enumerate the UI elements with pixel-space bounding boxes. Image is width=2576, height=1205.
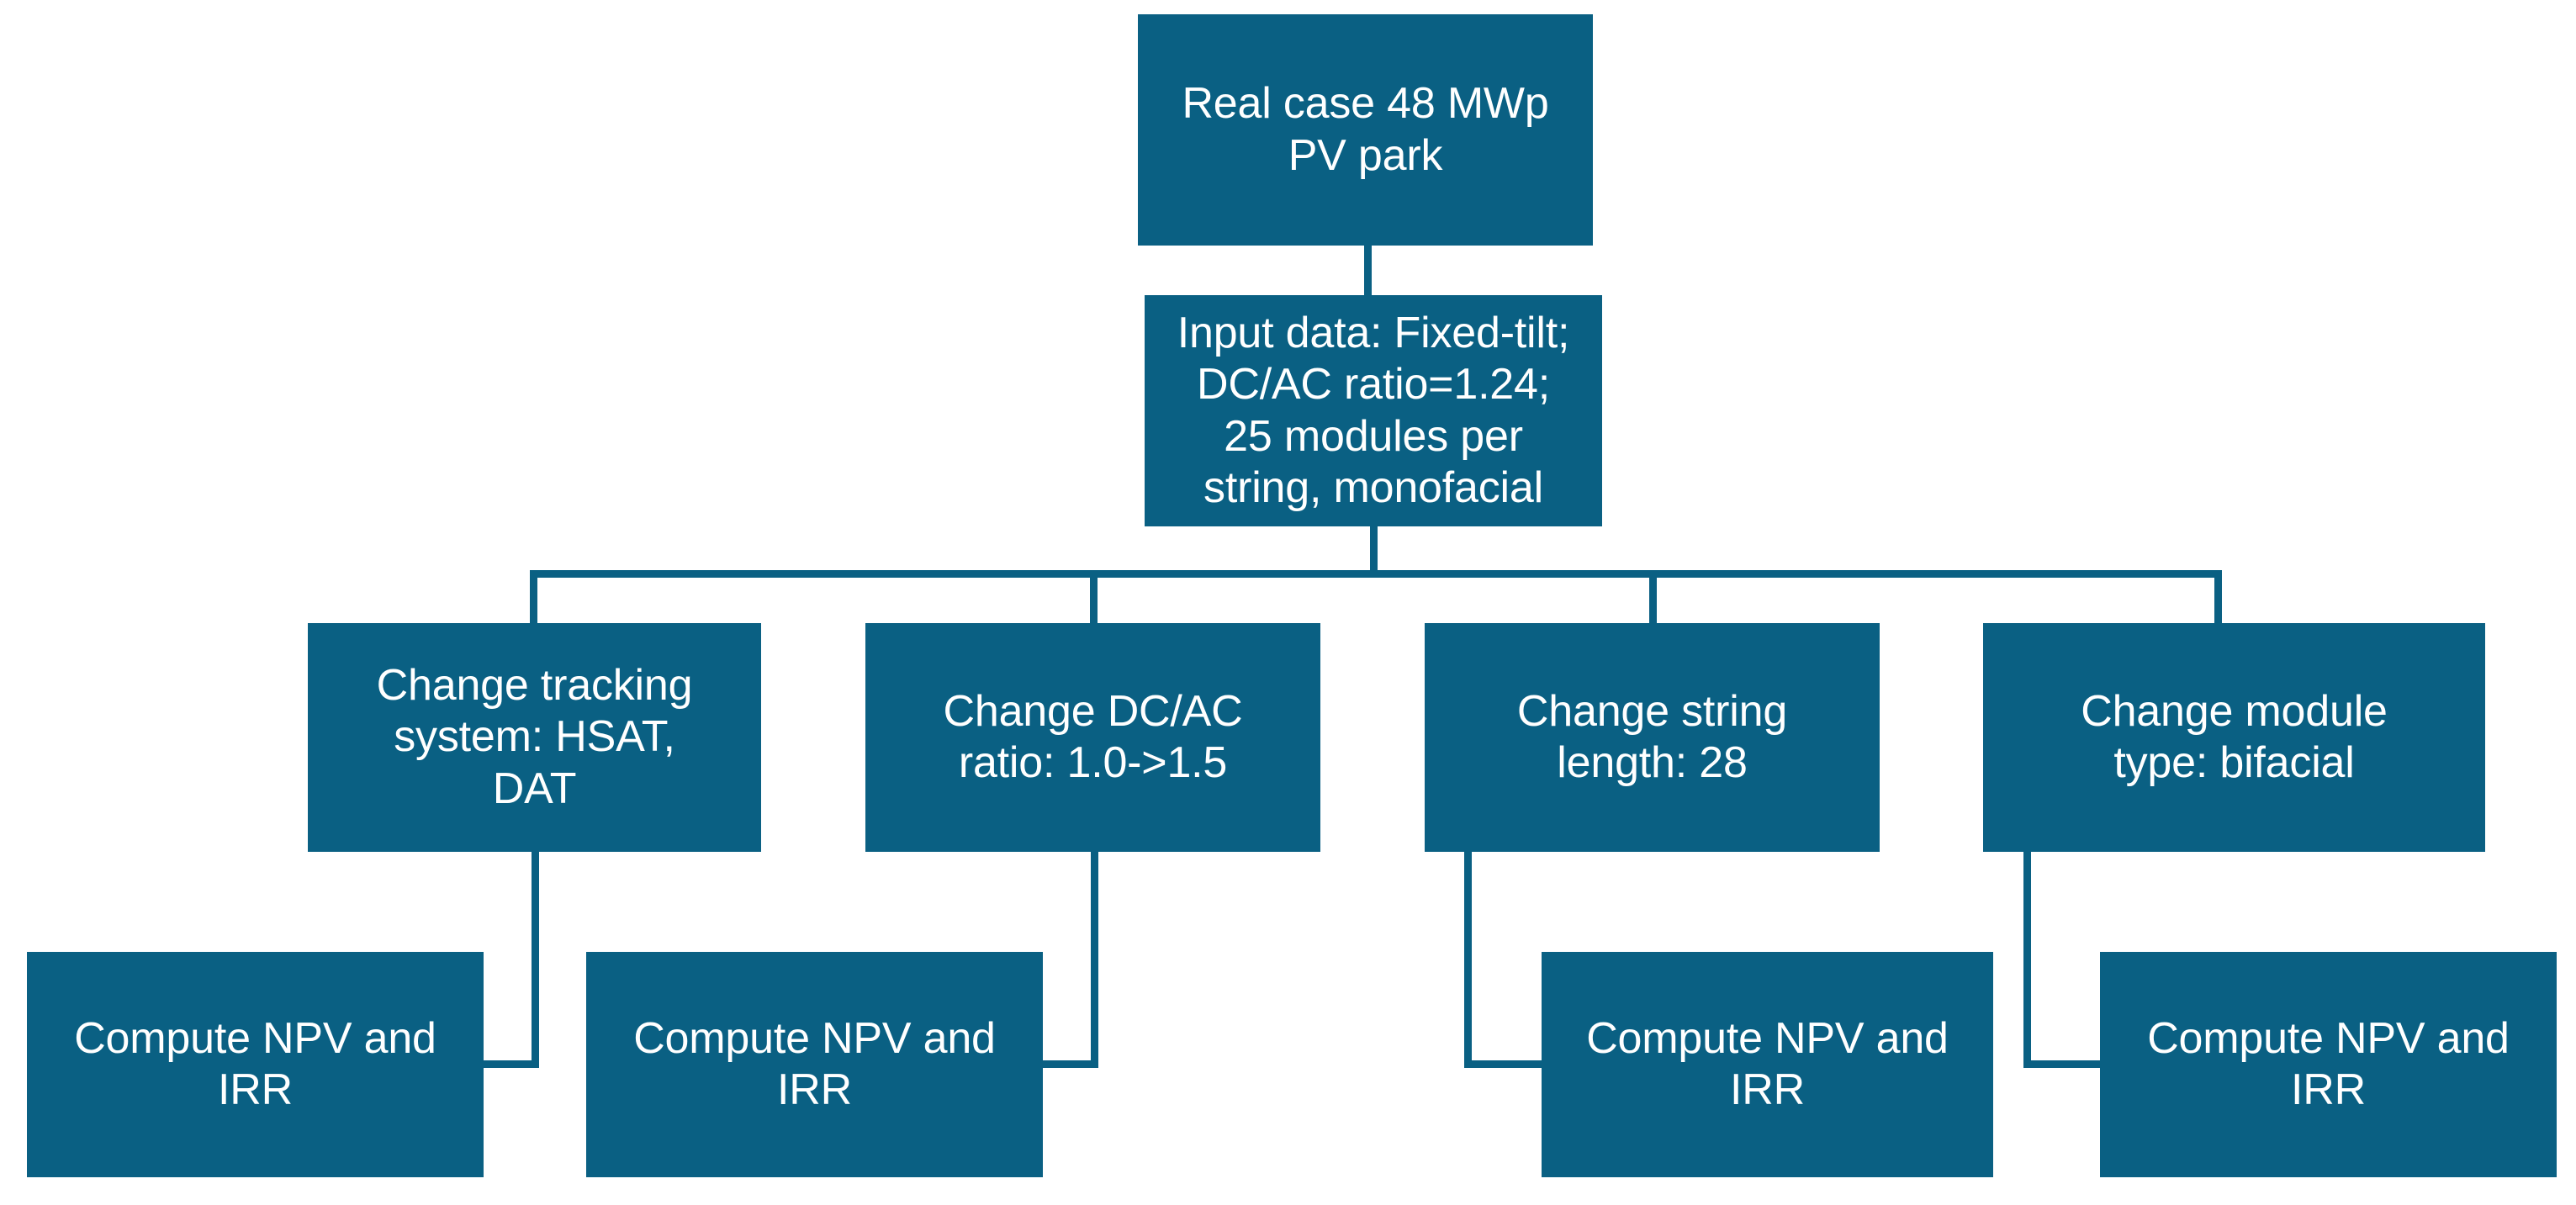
node-input-data-label: Input data: Fixed-tilt; DC/AC ratio=1.24… [1177,308,1570,512]
connector-branch-0-to-result-0-vertical [532,848,539,1068]
node-result-compute-npv-irr-3-label: Compute NPV and IRR [2147,1013,2510,1114]
node-result-compute-npv-irr-0[interactable]: Compute NPV and IRR [27,952,484,1177]
connector-branch-1-to-result-1-horizontal [1039,1060,1098,1068]
node-root-case-label: Real case 48 MWp PV park [1182,79,1549,180]
connector-bus-to-branch-2 [1649,570,1657,627]
node-result-compute-npv-irr-1[interactable]: Compute NPV and IRR [586,952,1043,1177]
connector-branch-2-to-result-2-horizontal [1464,1060,1547,1068]
node-result-compute-npv-irr-2[interactable]: Compute NPV and IRR [1542,952,1993,1177]
node-input-data[interactable]: Input data: Fixed-tilt; DC/AC ratio=1.24… [1145,295,1602,526]
connector-branch-2-to-result-2-vertical [1464,848,1472,1068]
connector-branch-3-to-result-3-horizontal [2023,1060,2106,1068]
node-branch-module-type[interactable]: Change module type: bifacial [1983,623,2485,852]
node-result-compute-npv-irr-0-label: Compute NPV and IRR [74,1013,436,1114]
node-branch-module-type-label: Change module type: bifacial [2081,686,2388,787]
node-result-compute-npv-irr-1-label: Compute NPV and IRR [633,1013,996,1114]
node-branch-tracking-system-label: Change tracking system: HSAT, DAT [376,660,693,813]
connector-input-to-branch-bus [1370,521,1378,575]
node-branch-dc-ac-ratio[interactable]: Change DC/AC ratio: 1.0->1.5 [865,623,1320,852]
node-result-compute-npv-irr-3[interactable]: Compute NPV and IRR [2100,952,2557,1177]
node-branch-string-length[interactable]: Change string length: 28 [1425,623,1880,852]
connector-branch-3-to-result-3-vertical [2023,848,2031,1068]
connector-bus-to-branch-3 [2214,570,2222,627]
connector-branch-distribution-bus [530,570,2222,578]
node-result-compute-npv-irr-2-label: Compute NPV and IRR [1586,1013,1949,1114]
connector-branch-0-to-result-0-horizontal [479,1060,539,1068]
node-root-case[interactable]: Real case 48 MWp PV park [1138,14,1593,246]
node-branch-string-length-label: Change string length: 28 [1516,686,1788,787]
node-branch-tracking-system[interactable]: Change tracking system: HSAT, DAT [308,623,761,852]
connector-bus-to-branch-1 [1090,570,1098,627]
connector-bus-to-branch-0 [530,570,537,627]
node-branch-dc-ac-ratio-label: Change DC/AC ratio: 1.0->1.5 [943,686,1243,787]
connector-root-to-input [1364,240,1372,299]
connector-branch-1-to-result-1-vertical [1091,848,1098,1068]
